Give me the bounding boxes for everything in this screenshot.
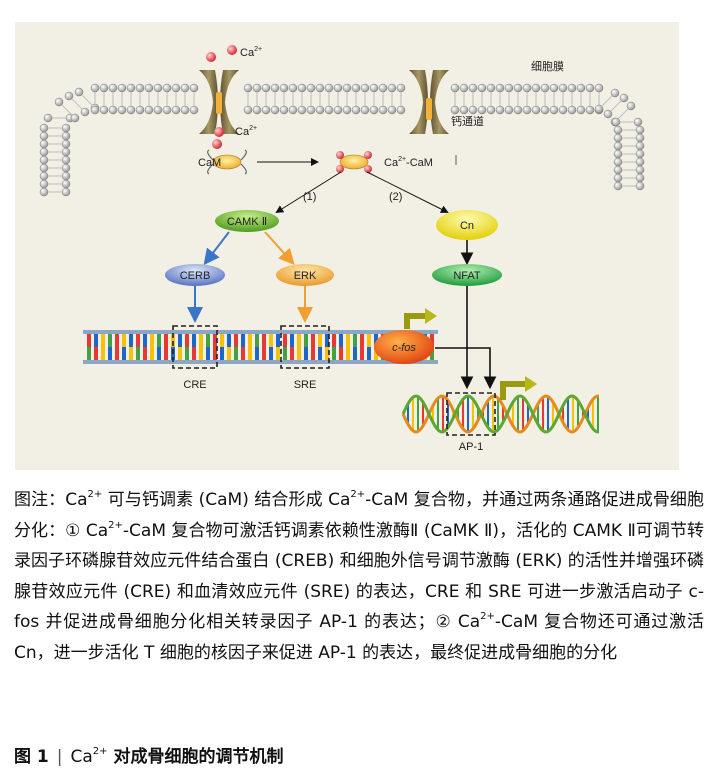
ap1-label: AP-1 xyxy=(459,441,483,453)
cell-membrane xyxy=(39,83,645,197)
calcium-channel-right xyxy=(409,70,449,134)
calmodulin-icon xyxy=(207,149,247,175)
signaling-diagram: Ca2+ Ca2+ 细胞膜 钙通道 CaM Ca2+-CaM (1) (2) C… xyxy=(15,22,679,470)
calcium-ion-outside xyxy=(206,45,237,62)
erk-label: ERK xyxy=(294,270,317,282)
pathway-1-arrow xyxy=(275,171,342,214)
calcium-ion-inside xyxy=(212,127,224,149)
erk-node xyxy=(276,264,334,286)
pathway-1-label: (1) xyxy=(303,191,316,203)
nfat-node xyxy=(432,264,502,286)
calcium-channel-left xyxy=(199,70,239,134)
sre-label: SRE xyxy=(294,379,317,391)
camk2-node xyxy=(215,210,279,232)
channel-label: 钙通道 xyxy=(451,114,484,128)
camk2-label: CAMK Ⅱ xyxy=(227,216,267,228)
sre-box xyxy=(280,325,330,369)
pathway-2-label: (2) xyxy=(389,191,402,203)
ca-cam-complex-icon xyxy=(336,151,372,173)
ap1-box xyxy=(446,392,496,436)
calcineurin-node xyxy=(436,210,498,240)
cfos-label: c-fos xyxy=(392,342,416,354)
camk-to-erk-arrow xyxy=(264,231,295,265)
membrane-label: 细胞膜 xyxy=(531,60,564,73)
pathway-2-arrow xyxy=(366,171,449,213)
transcription-start-arrow-icon xyxy=(404,308,437,329)
dna-double-helix xyxy=(401,394,599,434)
camk-to-cerb-arrow xyxy=(203,231,230,266)
ca-label-inside: Ca2+ xyxy=(235,125,257,138)
cfos-to-ap1-arrow xyxy=(435,347,497,390)
cre-box xyxy=(172,325,218,369)
cn-label: Cn xyxy=(460,220,474,232)
figure-caption: 图注：Ca2+ 可与钙调素 (CaM) 结合形成 Ca2+-CaM 复合物，并通… xyxy=(14,489,704,663)
cerb-label: CERB xyxy=(180,270,211,282)
cam-label: CaM xyxy=(198,157,221,169)
figure-title: 图 1|Ca2+ 对成骨细胞的调节机制 xyxy=(14,746,284,767)
ca-label-top: Ca2+ xyxy=(240,46,262,59)
cre-label: CRE xyxy=(183,379,206,391)
nfat-label: NFAT xyxy=(453,270,481,282)
ca-cam-label: Ca2+-CaM xyxy=(384,156,433,169)
cerb-node xyxy=(165,264,225,286)
cfos-node xyxy=(374,330,434,364)
ap1-transcription-arrow-icon xyxy=(500,376,537,400)
